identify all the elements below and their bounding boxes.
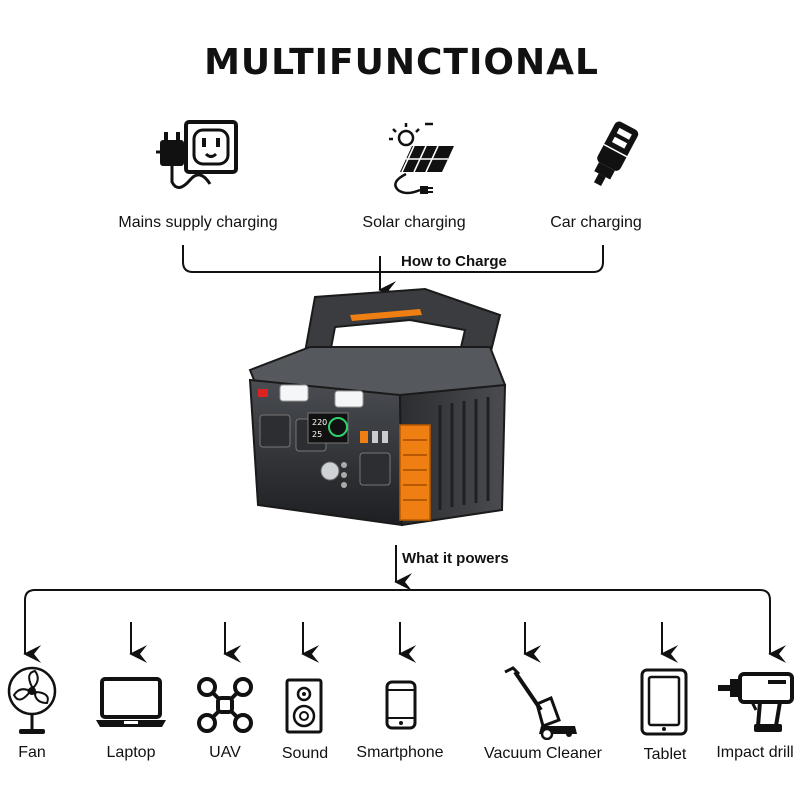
fan-icon — [7, 666, 57, 734]
device-label-fan: Fan — [18, 744, 46, 761]
speaker-icon — [285, 678, 323, 734]
plug-socket-icon — [156, 120, 238, 189]
what-it-powers-label: What it powers — [402, 550, 509, 567]
charge-method-mains: Mains supply charging — [118, 214, 278, 231]
car-charger-icon — [593, 121, 639, 187]
display-value-2: 25 — [312, 430, 322, 439]
device-label-uav: UAV — [209, 744, 241, 761]
vacuum-cleaner-icon — [504, 666, 577, 740]
powers-bracket — [24, 589, 771, 615]
device-label-smartphone: Smartphone — [356, 744, 444, 761]
smartphone-icon — [385, 680, 417, 730]
impact-drill-icon — [718, 672, 794, 732]
charge-method-car: Car charging — [550, 214, 642, 231]
device-label-laptop: Laptop — [106, 744, 156, 761]
charge-bracket — [182, 245, 604, 273]
device-label-impact-drill: Impact drill — [716, 744, 794, 761]
solar-panel-icon — [389, 122, 454, 195]
device-label-sound: Sound — [281, 745, 329, 762]
device-label-tablet: Tablet — [643, 746, 687, 763]
tablet-icon — [640, 668, 688, 736]
how-to-charge-label: How to Charge — [401, 253, 507, 270]
device-label-vacuum-cleaner: Vacuum Cleaner — [484, 745, 602, 762]
power-station-icon: 220 25 — [248, 287, 507, 527]
laptop-icon — [96, 677, 166, 727]
display-value-1: 220 — [312, 418, 327, 427]
page-title: MULTIFUNCTIONAL — [204, 42, 599, 83]
drone-icon — [197, 677, 253, 733]
charge-method-solar: Solar charging — [362, 214, 466, 231]
